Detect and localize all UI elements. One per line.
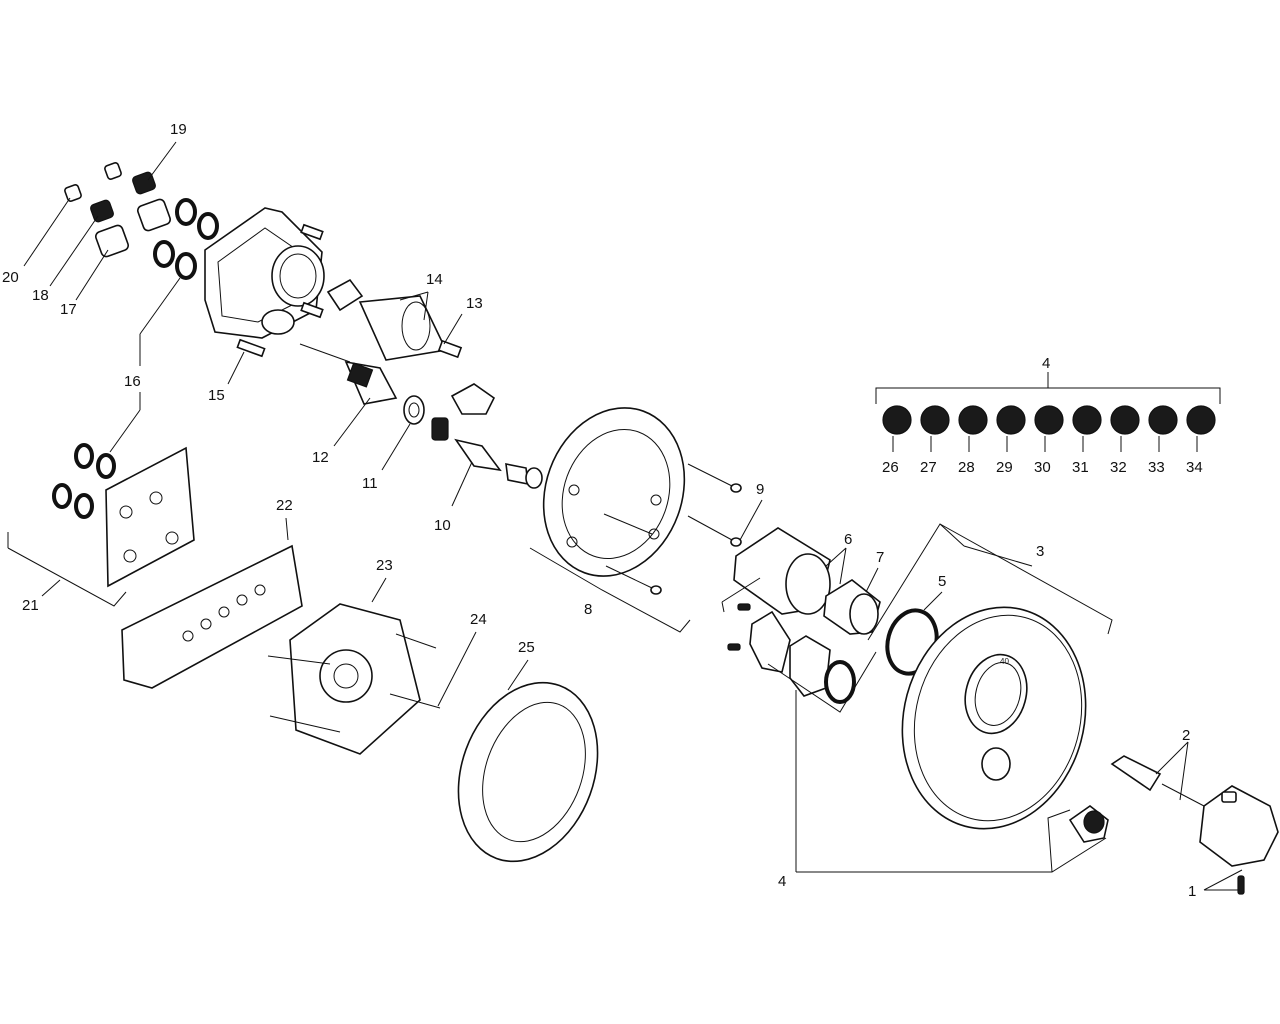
callout-21: 21 (22, 597, 39, 614)
trim-ring-25 (457, 681, 599, 863)
handle-variant-32 (1110, 405, 1140, 435)
knob-insert (1068, 805, 1109, 843)
callout-22: 22 (276, 497, 293, 514)
callout-30: 30 (1034, 459, 1051, 476)
callout-18: 18 (32, 287, 49, 304)
callout-4-top: 4 (1042, 355, 1050, 372)
handle-variant-31 (1072, 405, 1102, 435)
handle-variant-30 (1034, 405, 1064, 435)
escutcheon-plate-8 (542, 407, 686, 577)
valve-body (204, 207, 325, 339)
callout-8: 8 (584, 601, 592, 618)
callout-34: 34 (1186, 459, 1203, 476)
callout-19: 19 (170, 121, 187, 138)
callout-6: 6 (844, 531, 852, 548)
leader-lines (7, 141, 1243, 891)
callout-33: 33 (1148, 459, 1165, 476)
rail-bracket-22 (121, 544, 303, 689)
callout-5: 5 (938, 573, 946, 590)
callout-23: 23 (376, 557, 393, 574)
cartridge-14 (326, 278, 448, 361)
callout-12: 12 (312, 449, 329, 466)
callout-labels: 19 20 18 17 16 15 14 13 12 11 10 21 22 2… (2, 121, 1203, 900)
spring-10 (431, 417, 543, 489)
extension-7 (823, 579, 881, 635)
callout-10: 10 (434, 517, 451, 534)
spindle-13 (437, 339, 463, 359)
callout-1: 1 (1188, 883, 1196, 900)
callout-14: 14 (426, 271, 443, 288)
plaster-guard-23 (267, 603, 441, 755)
callout-26: 26 (882, 459, 899, 476)
callout-31: 31 (1072, 459, 1089, 476)
clip-part (450, 383, 496, 415)
set-screw-1 (1237, 875, 1245, 895)
handle-variant-group (875, 387, 1221, 435)
screw-15 (236, 338, 266, 358)
handle-variant-33 (1148, 405, 1178, 435)
callout-32: 32 (1110, 459, 1127, 476)
handle-2 (1110, 755, 1279, 867)
handle-variant-26 (882, 405, 912, 435)
adapter-clip (727, 603, 791, 673)
sleeve-6 (733, 527, 831, 615)
stem-12 (299, 343, 398, 405)
sleeve-17 (95, 198, 171, 258)
o-rings-16 (153, 198, 219, 280)
callout-24: 24 (470, 611, 487, 628)
mounting-plate-21 (52, 443, 195, 588)
callout-11: 11 (362, 475, 378, 492)
plug-20 (64, 162, 122, 202)
callout-3: 3 (1036, 543, 1044, 560)
callout-7: 7 (876, 549, 884, 566)
callout-29: 29 (996, 459, 1013, 476)
callout-25: 25 (518, 639, 535, 656)
dial-label: 40 (1000, 657, 1009, 666)
handle-variant-28 (958, 405, 988, 435)
cover-plate-3: 40 (901, 606, 1087, 830)
callout-27: 27 (920, 459, 937, 476)
handle-variant-27 (920, 405, 950, 435)
handle-variant-29 (996, 405, 1026, 435)
screws-9 (603, 463, 742, 595)
callout-13: 13 (466, 295, 483, 312)
callout-2: 2 (1182, 727, 1190, 744)
washer-11 (403, 395, 425, 425)
callout-20: 20 (2, 269, 19, 286)
callout-15: 15 (208, 387, 225, 404)
handle-variant-34 (1186, 405, 1216, 435)
callout-17: 17 (60, 301, 77, 318)
callout-9: 9 (756, 481, 764, 498)
callout-16: 16 (124, 373, 141, 390)
callout-4-bottom: 4 (778, 873, 786, 890)
callout-28: 28 (958, 459, 975, 476)
adapter-ring (789, 635, 856, 704)
